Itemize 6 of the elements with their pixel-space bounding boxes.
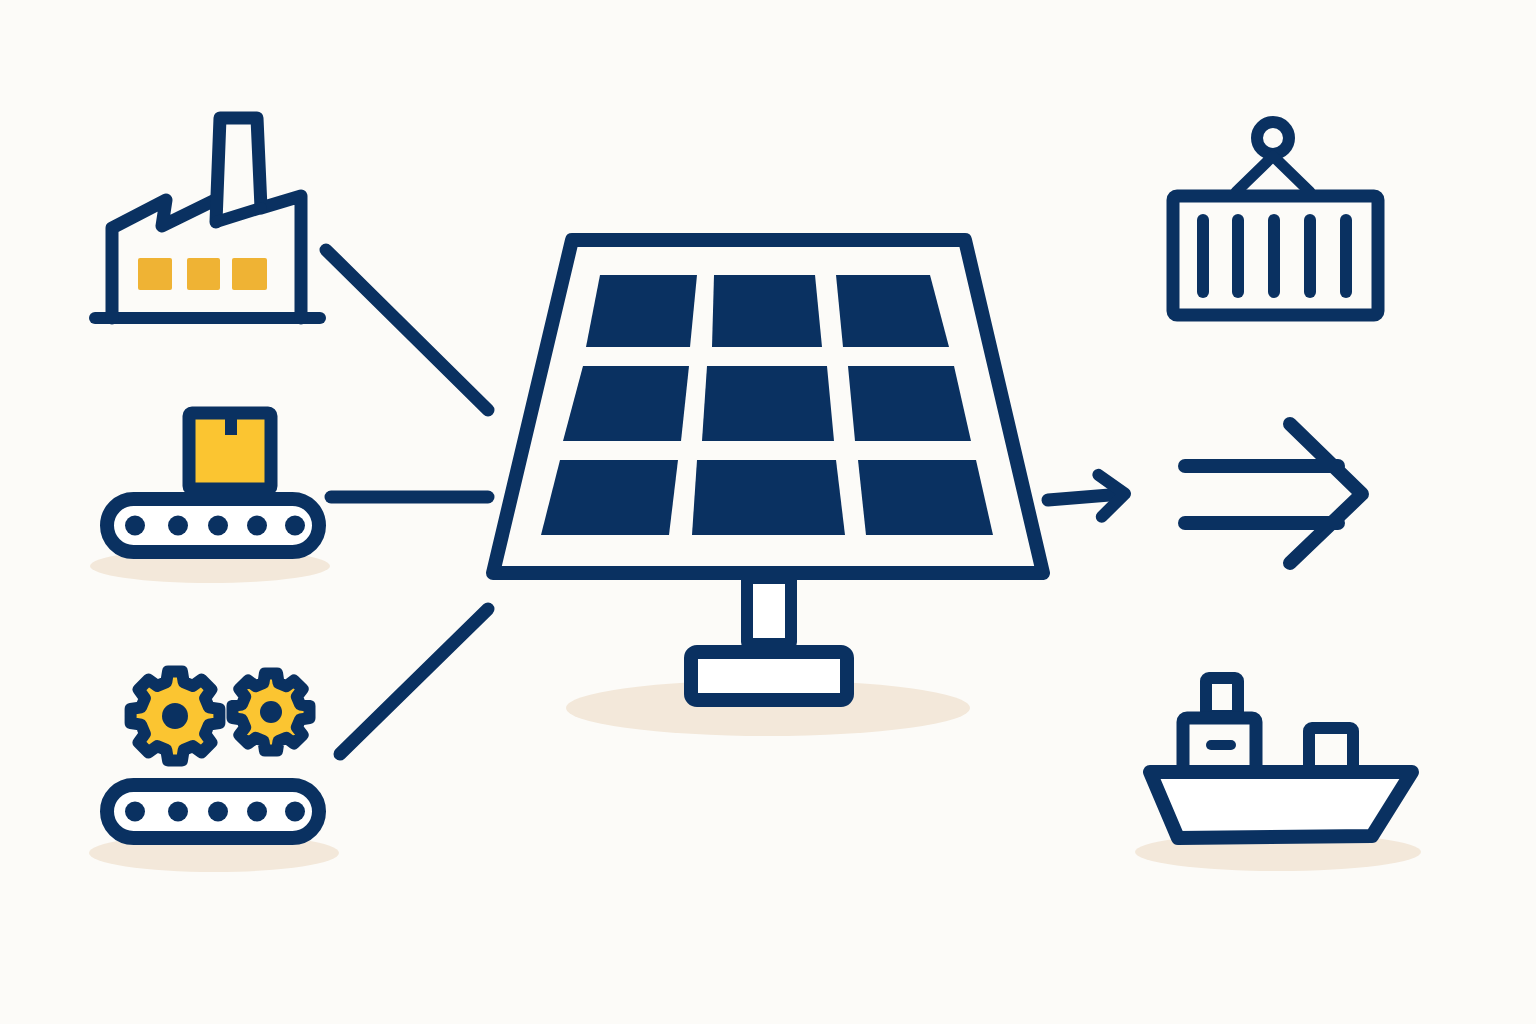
arrow [1041, 468, 1131, 523]
connector-line [319, 243, 495, 417]
connector-line [324, 490, 495, 504]
solar-panel-drawing [486, 233, 1050, 738]
connector-line [333, 602, 495, 761]
gears-conveyor-drawing [88, 663, 342, 874]
